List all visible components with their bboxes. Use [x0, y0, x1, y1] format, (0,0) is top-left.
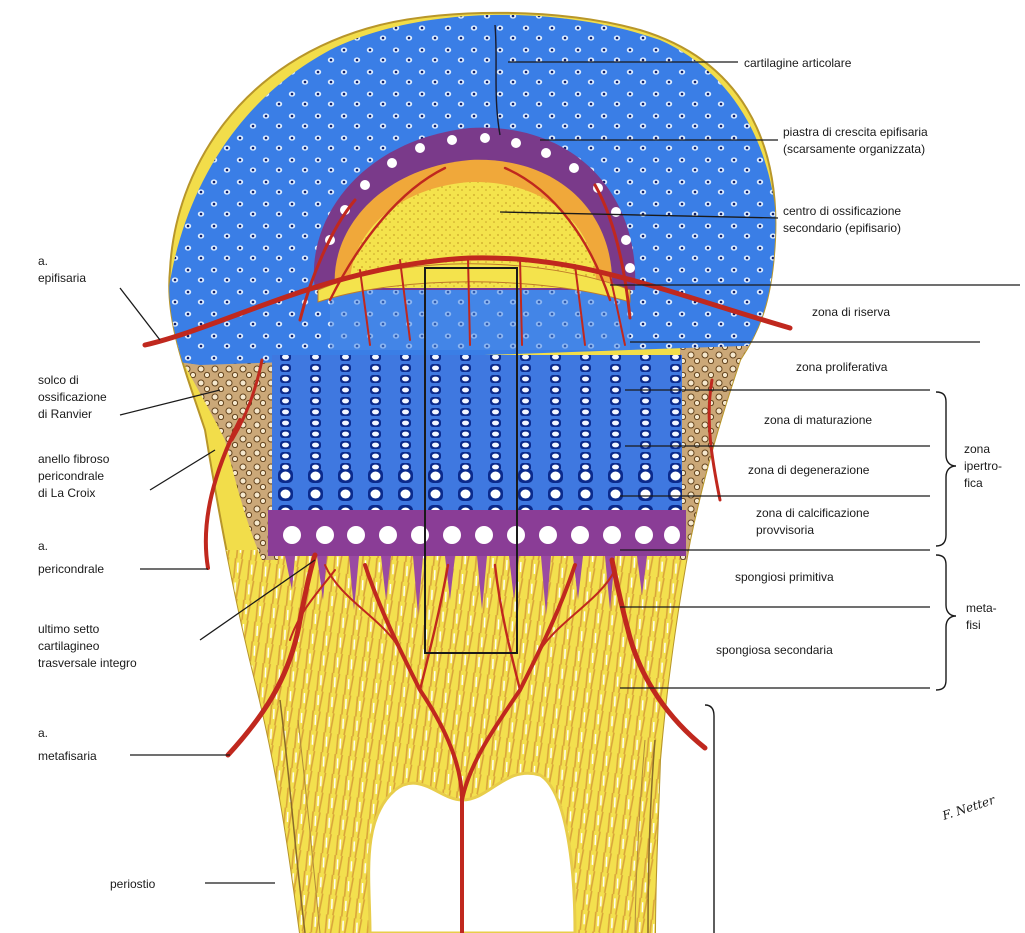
label-cartilagine-articolare: cartilagine articolare	[744, 56, 852, 70]
label-zona-calcificazione-2: provvisoria	[756, 523, 814, 537]
label-zona-ipertrofica-2: ipertro-	[964, 459, 1002, 473]
label-spongiosa-secondaria: spongiosa secondaria	[716, 643, 833, 657]
label-zona-ipertrofica-1: zona	[964, 442, 990, 456]
brace-metafisi	[936, 555, 956, 690]
label-a-epifisaria-1: a.	[38, 254, 48, 268]
label-a-pericondrale-1: a.	[38, 539, 48, 553]
label-anello-2: pericondrale	[38, 469, 104, 483]
label-a-metafisaria-2: metafisaria	[38, 749, 97, 763]
brace-diaphysis	[705, 705, 714, 933]
brace-zona-ipertrofica	[936, 392, 956, 546]
label-centro-2: secondario (epifisario)	[783, 221, 901, 235]
label-piastra-1: piastra di crescita epifisaria	[783, 125, 928, 139]
label-zona-proliferativa: zona proliferativa	[796, 360, 888, 374]
label-zona-degenerazione: zona di degenerazione	[748, 463, 870, 477]
label-zona-maturazione: zona di maturazione	[764, 413, 872, 427]
label-solco-1: solco di	[38, 373, 79, 387]
bone-illustration	[145, 13, 810, 933]
label-a-epifisaria-2: epifisaria	[38, 271, 86, 285]
signature-text: F. Netter	[940, 792, 998, 823]
label-spongiosa-primitiva: spongiosi primitiva	[735, 570, 834, 584]
label-metafisi-2: fisi	[966, 618, 981, 632]
label-solco-3: di Ranvier	[38, 407, 92, 421]
label-zona-riserva: zona di riserva	[812, 305, 890, 319]
artist-signature: F. Netter	[940, 792, 998, 823]
label-piastra-2: (scarsamente organizzata)	[783, 142, 925, 156]
label-a-pericondrale-2: pericondrale	[38, 562, 104, 576]
label-zona-ipertrofica-3: fica	[964, 476, 983, 490]
label-anello-3: di La Croix	[38, 486, 95, 500]
label-periostio: periostio	[110, 877, 156, 891]
label-centro-1: centro di ossificazione	[783, 204, 901, 218]
medullary-cavity	[369, 773, 575, 933]
labels-left: a. epifisaria solco di ossificazione di …	[38, 254, 156, 891]
label-ultimo-2: cartilagineo	[38, 639, 100, 653]
label-ultimo-3: trasversale integro	[38, 656, 137, 670]
label-a-metafisaria-1: a.	[38, 726, 48, 740]
label-ultimo-1: ultimo setto	[38, 622, 100, 636]
label-anello-1: anello fibroso	[38, 452, 110, 466]
label-metafisi-1: meta-	[966, 601, 997, 615]
label-solco-2: ossificazione	[38, 390, 107, 404]
label-zona-calcificazione-1: zona di calcificazione	[756, 506, 870, 520]
